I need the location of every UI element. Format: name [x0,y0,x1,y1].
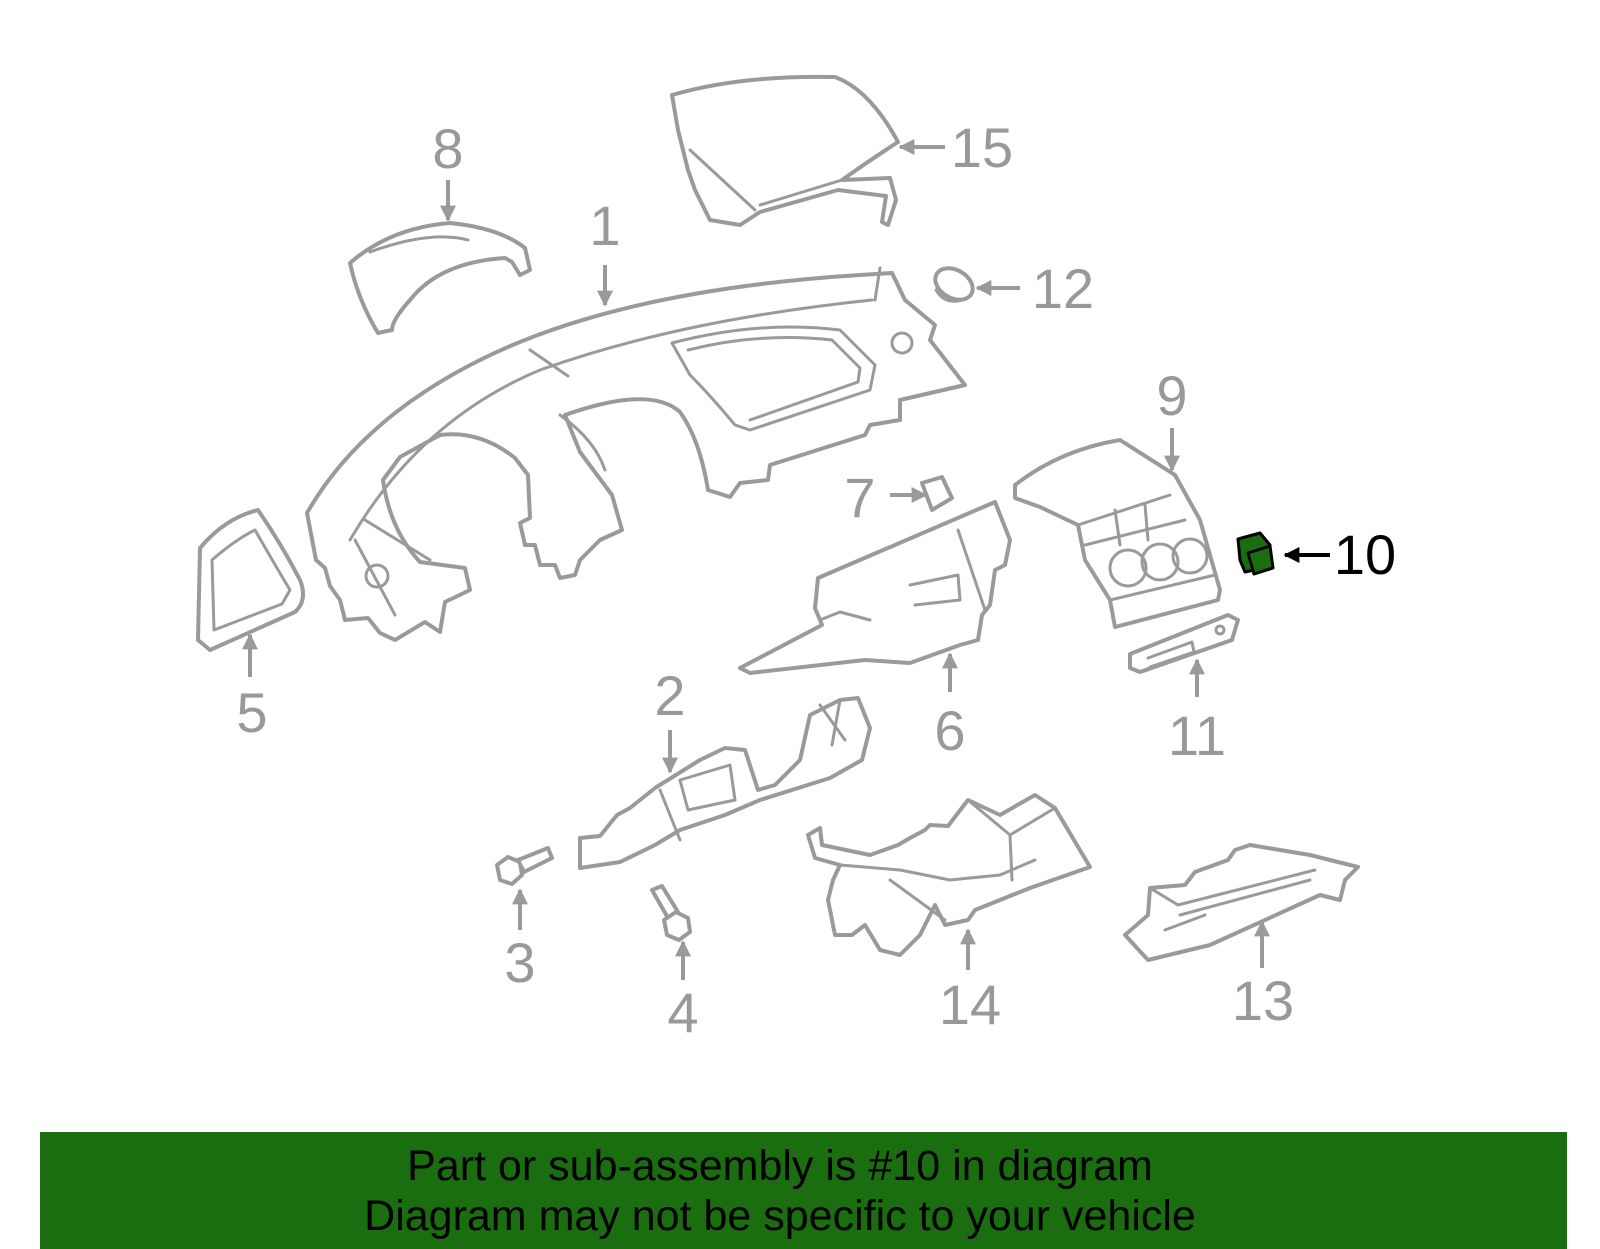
callout-3: 3 [504,931,535,994]
callout-14: 14 [939,973,1001,1036]
part-5-end-cap [196,508,306,652]
part-1-instrument-panel [305,266,967,642]
callout-12: 12 [1032,257,1094,320]
part-4-bolt [650,884,692,942]
part-12-cap [933,266,975,303]
part-2-lower-panel [578,696,872,870]
part-14-bracket [806,793,1092,957]
callout-8: 8 [432,117,463,180]
part-11-trim-plate [1128,613,1240,674]
callout-7: 7 [844,466,875,529]
callout-9: 9 [1156,364,1187,427]
part-8-cluster-bezel [348,221,532,335]
callout-10: 10 [1334,523,1396,586]
leader-lines [242,139,1330,980]
callout-6: 6 [934,699,965,762]
callout-5: 5 [236,681,267,744]
part-13-trim [1123,843,1360,962]
callout-2: 2 [654,664,685,727]
callout-1: 1 [589,194,620,257]
callout-15: 15 [951,116,1013,179]
part-6-lower-trim [738,500,1012,675]
part-10-switch [1236,531,1275,576]
part-7-clip [920,475,954,512]
callout-4: 4 [667,981,698,1044]
info-banner: Part or sub-assembly is #10 in diagram D… [40,1132,1567,1249]
banner-line-disclaimer: Diagram may not be specific to your vehi… [364,1192,1196,1240]
callout-13: 13 [1232,969,1294,1032]
part-9-center-bezel [1013,438,1222,629]
banner-line-part: Part or sub-assembly is #10 in diagram [407,1142,1153,1190]
part-3-bolt [495,846,554,886]
callout-labels: 1 2 3 4 5 6 7 8 9 10 11 12 13 14 15 [236,116,1396,1044]
callout-11: 11 [1168,704,1226,767]
part-15-airbag [670,74,900,227]
